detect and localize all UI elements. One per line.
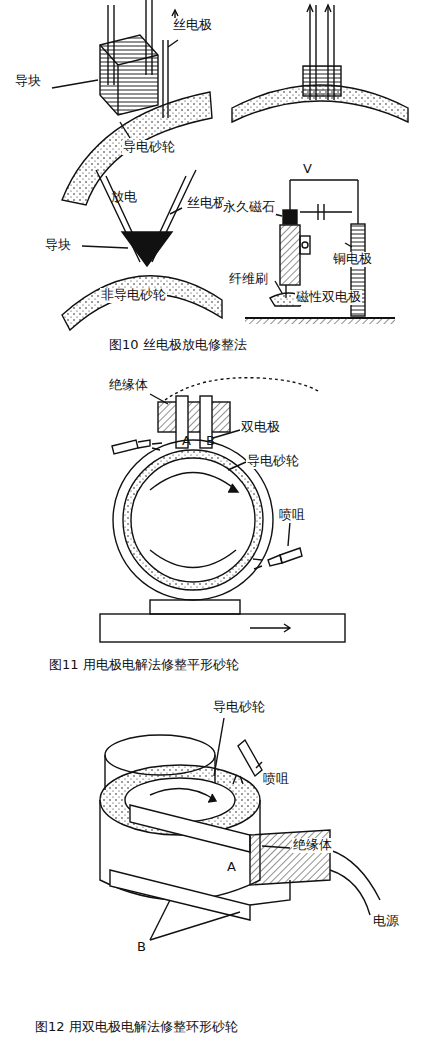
electrode-letter: A: [181, 434, 192, 449]
figure-caption: 图11 用电极电解法修整平形砂轮: [48, 658, 240, 673]
guide-block-label: 导块: [44, 238, 72, 253]
magnet-label: 永久磁石: [222, 200, 276, 215]
part-name: 磁性双电极: [295, 290, 362, 305]
figure-caption: 图12 用双电极电解法修整环形砂轮: [34, 1020, 239, 1035]
voltage-label: V: [302, 162, 313, 177]
electrode-A: [130, 805, 250, 852]
power-label: 电源: [372, 914, 400, 929]
insulator: [158, 402, 230, 432]
brush-label: 纤维刷: [228, 272, 269, 287]
insulator-label: 绝缘体: [108, 378, 149, 393]
wheel-label: 非导电砂轮: [100, 288, 167, 303]
wheel-label: 导电砂轮: [246, 454, 300, 469]
discharge-label: 放电: [110, 190, 138, 205]
wire-electrode-label: 丝电极: [172, 18, 213, 33]
nozzle-label: 喷咀: [262, 772, 290, 787]
electrode-label: 双电极: [240, 420, 281, 435]
electrode-letter: A: [226, 860, 237, 875]
figure-caption: 图10 丝电极放电修整法: [108, 338, 248, 353]
wheel-label: 导电砂轮: [212, 700, 266, 715]
electrode-letter: B: [205, 434, 216, 449]
electrode-label: 铜电极: [332, 252, 373, 267]
electrode-letter: B: [136, 940, 147, 955]
wheel-label: 导电砂轮: [122, 140, 176, 155]
nonconductive-wheel: [62, 276, 222, 330]
electrode-B: [110, 870, 250, 920]
guide-block-label: 导块: [14, 74, 42, 89]
nozzle-label: 喷咀: [278, 508, 306, 523]
wire-electrode-label: 丝电极: [186, 196, 227, 211]
insulator-label: 绝缘体: [292, 838, 333, 853]
